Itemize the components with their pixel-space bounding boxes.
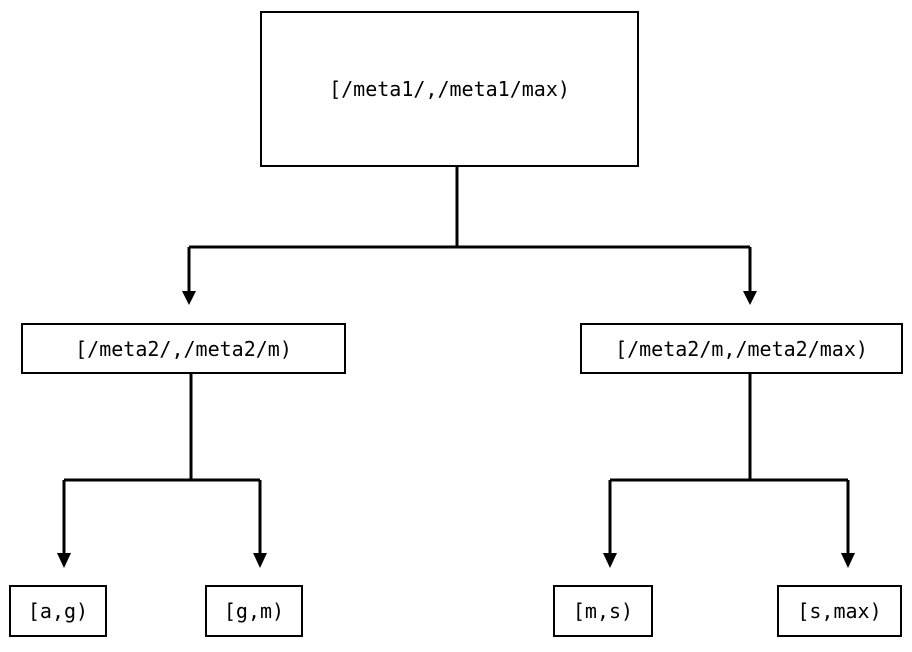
node-level2-left-label: [/meta2/,/meta2/m)	[75, 336, 292, 361]
arrowhead-icon-to-leaf-ag	[57, 553, 71, 568]
arrowhead-icon-to-leaf-smax	[841, 553, 855, 568]
edge-l2-left-to-leaves	[57, 374, 267, 568]
node-leaf-a-g[interactable]: [a,g)	[9, 585, 107, 637]
arrowhead-icon-to-leaf-ms	[603, 553, 617, 568]
node-leaf-a-g-label: [a,g)	[27, 599, 89, 623]
edge-l2-right-to-leaves	[603, 374, 855, 568]
node-level2-right-label: [/meta2/m,/meta2/max)	[615, 336, 868, 361]
node-leaf-m-s[interactable]: [m,s)	[553, 585, 653, 637]
node-leaf-s-max-label: [s,max)	[797, 599, 882, 623]
node-leaf-g-m[interactable]: [g,m)	[205, 585, 303, 637]
node-level2-left[interactable]: [/meta2/,/meta2/m)	[21, 323, 346, 374]
node-leaf-m-s-label: [m,s)	[572, 599, 634, 623]
node-level2-right[interactable]: [/meta2/m,/meta2/max)	[580, 323, 903, 374]
edge-root-to-level2	[182, 167, 757, 305]
arrowhead-icon-to-l2-right	[743, 291, 757, 305]
arrowhead-icon-to-leaf-gm	[253, 553, 267, 568]
arrowhead-icon-to-l2-left	[182, 291, 196, 305]
node-leaf-s-max[interactable]: [s,max)	[777, 585, 902, 637]
node-root[interactable]: [/meta1/,/meta1/max)	[260, 11, 639, 167]
node-root-label: [/meta1/,/meta1/max)	[329, 77, 570, 101]
node-leaf-g-m-label: [g,m)	[223, 599, 285, 623]
